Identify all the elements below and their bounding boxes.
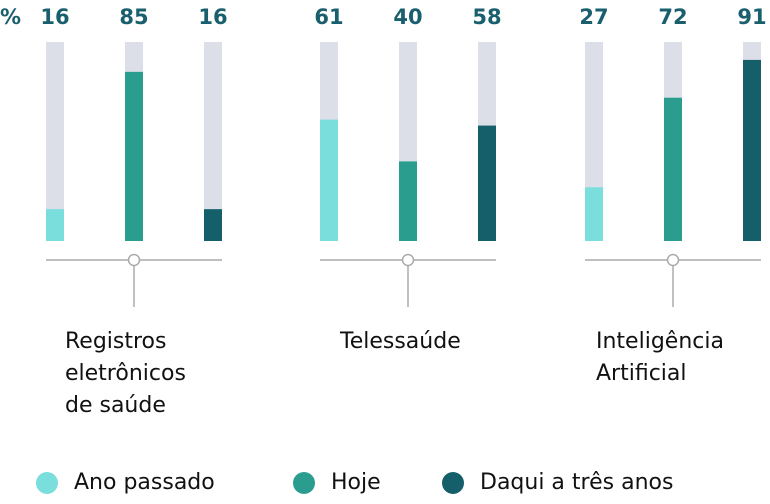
legend-item-ano-passado: Ano passado: [36, 470, 215, 495]
bar-registros-0: [46, 209, 64, 241]
bar-track-registros-2: [204, 42, 222, 241]
bar-track-registros-0: [46, 42, 64, 241]
category-label-registros: Registros eletrônicos de saúde: [65, 326, 186, 422]
legend-swatch: [293, 471, 315, 494]
data-label-telessaude-2: 58: [472, 5, 501, 29]
bar-telessaude-0: [320, 119, 338, 241]
category-label-telessaude: Telessaúde: [340, 326, 461, 358]
category-label-line: Inteligência: [596, 329, 724, 354]
data-label-telessaude-0: 61: [314, 5, 343, 29]
category-label-line: Telessaúde: [340, 329, 461, 354]
legend-label: Daqui a três anos: [480, 470, 674, 495]
category-label-ia: Inteligência Artificial: [596, 326, 724, 390]
bar-telessaude-2: [478, 125, 496, 241]
legend-label: Ano passado: [74, 470, 215, 495]
data-label-registros-2: 16: [198, 5, 227, 29]
axis-node-registros: [127, 253, 141, 267]
bar-ia-0: [585, 187, 603, 241]
bar-registros-2: [204, 209, 222, 241]
data-label-ia-2: 91: [737, 5, 766, 29]
legend: Ano passado Hoje Daqui a três anos: [36, 470, 770, 502]
bar-telessaude-1: [399, 161, 417, 241]
legend-label: Hoje: [331, 470, 381, 495]
category-label-line: Registros: [65, 329, 167, 354]
data-label-registros-1: 85: [119, 5, 148, 29]
data-label-ia-1: 72: [658, 5, 687, 29]
legend-swatch: [442, 471, 464, 494]
data-label-registros-0: 16: [40, 5, 69, 29]
bar-ia-1: [664, 97, 682, 241]
data-label-ia-0: 27: [579, 5, 608, 29]
legend-item-hoje: Hoje: [293, 470, 381, 495]
category-label-line: eletrônicos: [65, 361, 186, 386]
unit-label: %: [0, 5, 21, 29]
chart: % 16 85 16 61 40 58 27 72 91: [0, 5, 767, 307]
category-label-line: Artificial: [596, 361, 687, 386]
category-label-line: de saúde: [65, 393, 166, 418]
legend-swatch: [36, 471, 58, 494]
axis-node-telessaude: [401, 253, 415, 267]
bar-registros-1: [125, 71, 143, 241]
legend-item-daqui-a-tres-anos: Daqui a três anos: [442, 470, 673, 495]
axis-node-ia: [666, 253, 680, 267]
bar-ia-2: [743, 59, 761, 241]
data-label-telessaude-1: 40: [393, 5, 422, 29]
